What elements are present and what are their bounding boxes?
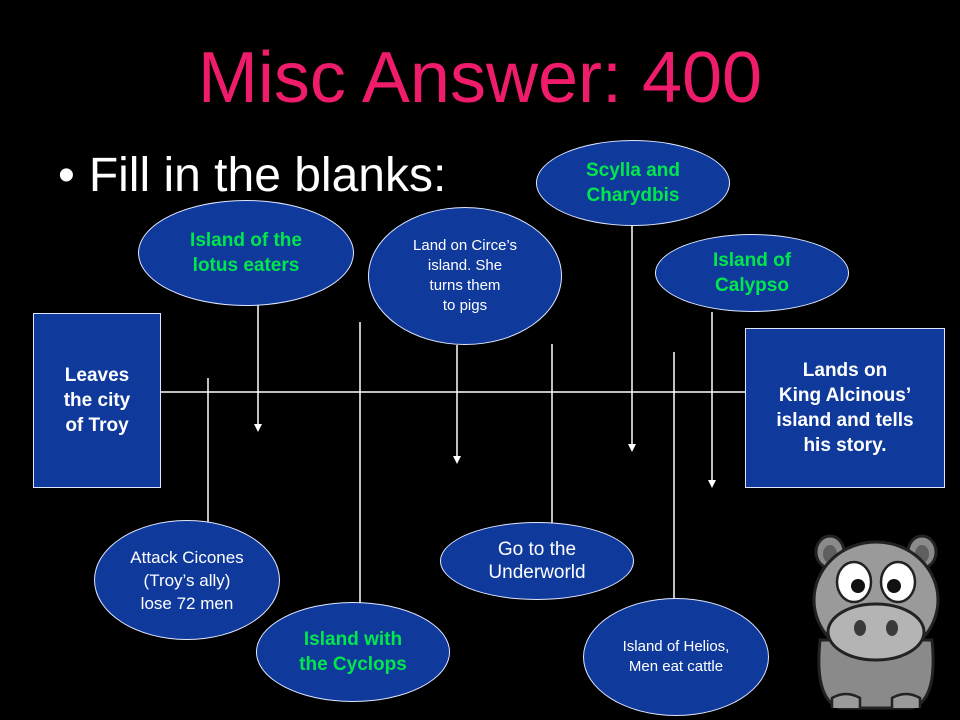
arrowhead-circe	[453, 456, 461, 464]
bullet-item: •Fill in the blanks:	[58, 140, 446, 212]
oval-helios: Island of Helios, Men eat cattle	[583, 598, 769, 716]
hippo-icon	[812, 534, 940, 710]
bullet-text: Fill in the blanks:	[88, 149, 447, 202]
oval-cyclops: Island with the Cyclops	[256, 602, 450, 702]
oval-calypso: Island of Calypso	[655, 234, 849, 312]
arrowhead-calypso	[708, 480, 716, 488]
oval-cicones: Attack Cicones (Troy’s ally) lose 72 men	[94, 520, 280, 640]
arrowhead-scylla	[628, 444, 636, 452]
oval-circe: Land on Circe’s island. She turns them t…	[368, 207, 562, 345]
slide-title: Misc Answer: 400	[197, 38, 763, 118]
oval-lotus-eaters: Island of the lotus eaters	[138, 200, 354, 306]
arrowhead-lotus	[254, 424, 262, 432]
end-box: Lands on King Alcinous’ island and tells…	[745, 328, 945, 488]
start-box: Leaves the city of Troy	[33, 313, 161, 488]
oval-underworld: Go to the Underworld	[440, 522, 634, 600]
oval-scylla-charydbis: Scylla and Charydbis	[536, 140, 730, 226]
bullet-dot: •	[58, 149, 75, 202]
